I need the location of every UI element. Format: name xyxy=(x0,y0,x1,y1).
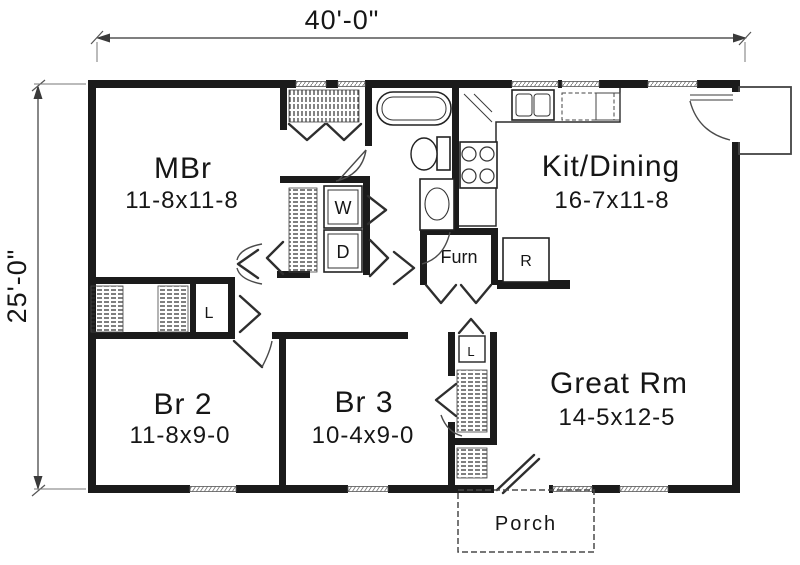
window-kitchen-2 xyxy=(561,79,600,89)
washer-box xyxy=(323,185,363,229)
br2-door xyxy=(232,339,264,369)
mbr-wardrobe-shelving xyxy=(288,89,360,123)
closet-shelving-1 xyxy=(90,285,124,333)
linen-br3-label: L xyxy=(467,344,474,359)
window-br2 xyxy=(189,484,237,494)
hall-closet-shelving xyxy=(288,187,318,273)
entry-stoop xyxy=(738,86,792,155)
entry-door-gap xyxy=(731,92,741,142)
linen-br3-box xyxy=(458,335,486,363)
br3-size: 10-4x9-0 xyxy=(312,422,415,449)
br3-door-gap xyxy=(448,376,455,422)
width-dimension: 40'-0" xyxy=(90,5,752,62)
room-labels: MBr 11-8x11-8 Kit/Dining 16-7x11-8 Br 2 … xyxy=(125,150,688,535)
lavatory-basin xyxy=(424,187,450,221)
window-top-2 xyxy=(337,79,366,89)
range xyxy=(459,141,498,189)
hall-closet-door xyxy=(265,240,285,276)
toilet-tank xyxy=(436,136,451,171)
laundry: W D xyxy=(323,185,363,273)
br2-door-gap xyxy=(236,332,272,339)
window-br3 xyxy=(347,484,389,494)
refrigerator-label: R xyxy=(520,253,532,270)
porch-door xyxy=(501,457,541,495)
window-top-1 xyxy=(295,79,327,89)
br2-size: 11-8x9-0 xyxy=(130,422,231,449)
furnace-bifold xyxy=(459,283,493,305)
mbr-size: 11-8x11-8 xyxy=(125,187,239,214)
toilet-bowl xyxy=(410,137,438,171)
vanity xyxy=(419,178,455,231)
dryer-box xyxy=(323,229,363,273)
br3-closet-shelving xyxy=(456,369,488,433)
mbr-door xyxy=(236,248,260,280)
burner xyxy=(479,168,495,184)
refrigerator-box xyxy=(502,237,550,283)
counter-cabinet xyxy=(595,92,621,121)
bathroom xyxy=(376,91,455,231)
br3-door xyxy=(434,382,458,418)
mbr-name: MBr xyxy=(154,152,212,185)
window-porch xyxy=(552,484,593,494)
kitchen xyxy=(459,88,621,227)
hall-linen-door xyxy=(238,294,262,334)
closets xyxy=(90,89,488,479)
porch-door-gap xyxy=(494,484,549,494)
porch-door xyxy=(495,453,536,492)
br2-name: Br 2 xyxy=(153,388,212,421)
utility: Furn R xyxy=(440,237,550,283)
windows xyxy=(189,79,698,494)
dishwasher xyxy=(561,92,615,121)
great-size: 14-5x12-5 xyxy=(558,404,675,431)
burner xyxy=(461,168,477,184)
br3-linen-door xyxy=(457,317,485,335)
bathtub xyxy=(376,91,452,126)
doors xyxy=(232,94,733,495)
window-greatrm xyxy=(619,484,669,494)
porch-name: Porch xyxy=(495,513,557,535)
depth-dimension: 25'-0" xyxy=(2,79,86,497)
furnace-bifold xyxy=(424,283,458,305)
mbr-closet-bifold xyxy=(287,122,327,142)
br3-name: Br 3 xyxy=(334,386,393,419)
entry-door xyxy=(689,100,731,141)
hall-door xyxy=(392,250,416,286)
furnace-label: Furn xyxy=(440,247,477,267)
washer-label: W xyxy=(335,198,352,218)
laundry-door xyxy=(366,194,388,226)
great-name: Great Rm xyxy=(550,367,688,400)
laundry-door xyxy=(368,238,390,278)
kitchen-sink xyxy=(511,89,555,121)
dryer-label: D xyxy=(337,242,350,262)
closet-shelving-2 xyxy=(157,285,189,333)
depth-dimension-label: 25'-0" xyxy=(2,249,32,324)
linen-hall-label: L xyxy=(205,305,214,322)
burner xyxy=(479,146,495,162)
mbr-closet-bifold xyxy=(325,122,363,142)
burner xyxy=(461,146,477,162)
porch-outline xyxy=(457,489,595,553)
width-dimension-label: 40'-0" xyxy=(305,5,380,35)
kit-name: Kit/Dining xyxy=(542,150,680,183)
entry-closet-shelving xyxy=(456,447,488,479)
window-kitchen-sink xyxy=(511,79,559,89)
window-dining xyxy=(647,79,698,89)
kit-size: 16-7x11-8 xyxy=(554,187,669,214)
interior-walls xyxy=(88,88,570,485)
